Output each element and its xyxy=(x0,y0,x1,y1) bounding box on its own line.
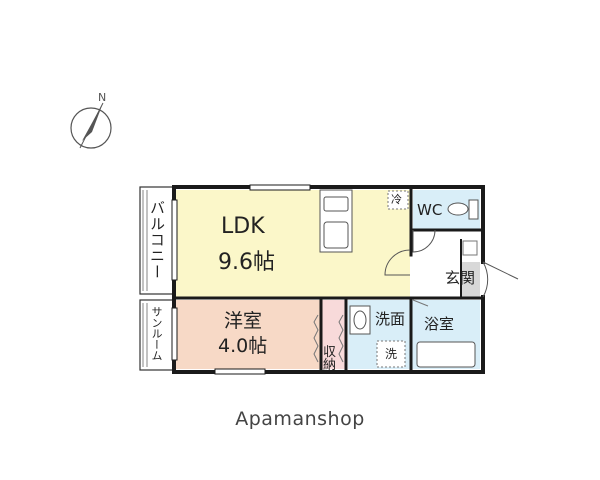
hall-floor xyxy=(413,230,461,297)
compass-north-label: N xyxy=(98,91,107,104)
balcony-area xyxy=(139,186,174,295)
toilet-icon xyxy=(447,199,479,220)
bathroom-label: 浴室 xyxy=(424,315,455,333)
entrance-label: 玄関 xyxy=(445,269,476,287)
western-room-label: 洋室 xyxy=(224,310,263,332)
brand-logo-text: Apamanshop xyxy=(235,408,365,430)
western-room-floor xyxy=(176,300,320,369)
ldk-size-label: 9.6帖 xyxy=(218,250,275,275)
sunroom-label: サンルーム xyxy=(150,306,163,361)
washbasin-icon xyxy=(349,305,371,335)
bathtub-icon xyxy=(416,341,476,368)
sunroom-area xyxy=(139,299,174,371)
ldk-door xyxy=(384,249,411,276)
washer-label: 洗 xyxy=(385,347,398,361)
ldk-floor xyxy=(176,190,410,297)
kitchen-counter xyxy=(319,189,353,253)
western-room-size-label: 4.0帖 xyxy=(218,335,268,357)
windows xyxy=(171,184,311,375)
entrance-door xyxy=(482,261,489,298)
balcony-label: バルコニー xyxy=(148,200,166,280)
shoe-box xyxy=(462,240,478,256)
washer-space xyxy=(376,340,406,368)
fridge-label: 冷 xyxy=(391,193,402,206)
fridge-space xyxy=(387,190,409,210)
storage-floor xyxy=(322,300,345,369)
storage-label: 収納 xyxy=(323,345,337,373)
washroom-label: 洗面 xyxy=(375,310,406,328)
compass-icon xyxy=(70,102,112,149)
wc-label: WC xyxy=(417,201,443,219)
entrance-floor xyxy=(461,262,480,297)
ldk-label: LDK xyxy=(221,214,265,239)
